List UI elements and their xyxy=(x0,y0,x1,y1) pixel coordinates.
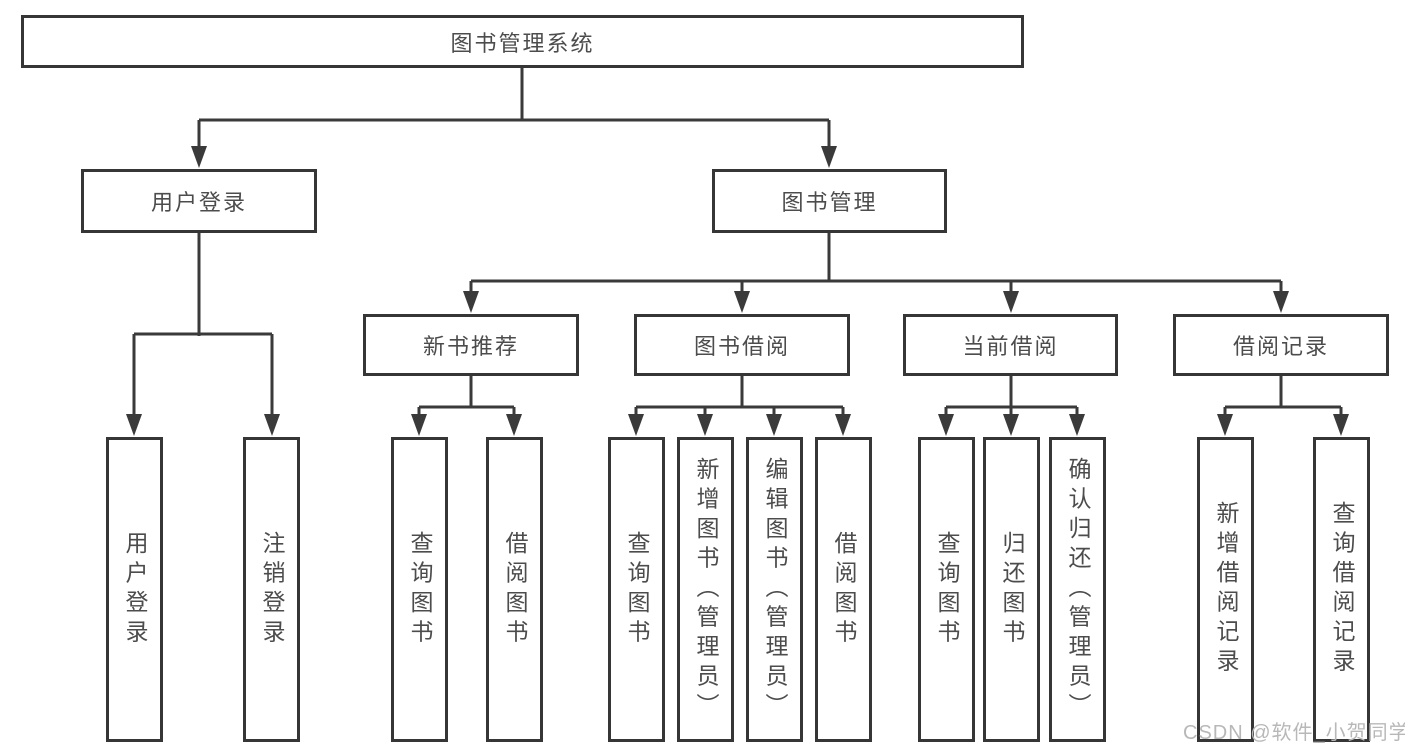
arrow-down-icon xyxy=(1003,414,1019,436)
leaf-confirm-return-admin-label: 确认归还（管理员） xyxy=(1065,457,1091,722)
leaf-confirm-return-admin: 确认归还（管理员） xyxy=(1049,437,1106,742)
connector-root-to-level2 xyxy=(197,68,831,152)
leaf-borrow-books-2: 借阅图书 xyxy=(815,437,872,742)
arrow-down-icon xyxy=(1069,414,1085,436)
leaf-borrow-books-1-label: 借阅图书 xyxy=(502,530,528,649)
arrow-down-icon xyxy=(938,414,954,436)
leaf-add-book-admin: 新增图书（管理员） xyxy=(677,437,734,742)
leaf-user-login-label: 用户登录 xyxy=(122,530,148,649)
arrow-down-icon xyxy=(628,414,644,436)
arrow-down-icon xyxy=(463,291,479,313)
arrow-down-icon xyxy=(506,414,522,436)
leaf-query-books-2-label: 查询图书 xyxy=(624,530,650,649)
connector-new-book-to-leaves xyxy=(417,376,516,421)
leaf-query-borrow-record: 查询借阅记录 xyxy=(1313,437,1370,742)
leaf-add-book-admin-label: 新增图书（管理员） xyxy=(693,457,719,722)
node-current-borrowing: 当前借阅 xyxy=(903,314,1118,376)
node-book-borrowing-label: 图书借阅 xyxy=(693,334,790,359)
arrow-down-icon xyxy=(697,414,713,436)
connector-book-management-to-level3 xyxy=(469,233,1283,298)
leaf-borrow-books-1: 借阅图书 xyxy=(486,437,543,742)
leaf-add-borrow-record-label: 新增借阅记录 xyxy=(1213,501,1239,678)
node-borrowing-records-label: 借阅记录 xyxy=(1232,334,1329,359)
arrow-down-icon xyxy=(264,414,280,436)
arrow-down-icon xyxy=(734,291,750,313)
arrow-down-icon xyxy=(821,146,837,168)
leaf-query-books-1-label: 查询图书 xyxy=(407,530,433,649)
leaf-edit-book-admin: 编辑图书（管理员） xyxy=(746,437,803,742)
node-root-label: 图书管理系统 xyxy=(450,30,595,56)
leaf-query-books-1: 查询图书 xyxy=(391,437,448,742)
node-current-borrowing-label: 当前借阅 xyxy=(962,334,1059,359)
leaf-add-borrow-record: 新增借阅记录 xyxy=(1197,437,1254,742)
leaf-edit-book-admin-label: 编辑图书（管理员） xyxy=(762,457,788,722)
leaf-user-login: 用户登录 xyxy=(106,437,163,742)
leaf-query-books-3-label: 查询图书 xyxy=(934,530,960,649)
leaf-borrow-books-2-label: 借阅图书 xyxy=(831,530,857,649)
leaf-query-books-3: 查询图书 xyxy=(918,437,975,742)
leaf-return-book-label: 归还图书 xyxy=(999,530,1025,649)
leaf-query-books-2: 查询图书 xyxy=(608,437,665,742)
arrowheads xyxy=(126,146,1349,436)
leaf-logout: 注销登录 xyxy=(243,437,300,742)
node-book-management: 图书管理 xyxy=(712,169,947,233)
arrow-down-icon xyxy=(191,146,207,168)
leaf-query-borrow-record-label: 查询借阅记录 xyxy=(1329,501,1355,678)
node-borrowing-records: 借阅记录 xyxy=(1173,314,1389,376)
arrow-down-icon xyxy=(835,414,851,436)
arrow-down-icon xyxy=(1273,291,1289,313)
node-user-login-label: 用户登录 xyxy=(150,190,247,215)
node-new-book-recommendation-label: 新书推荐 xyxy=(422,334,519,359)
arrow-down-icon xyxy=(766,414,782,436)
node-root: 图书管理系统 xyxy=(21,15,1024,68)
leaf-return-book: 归还图书 xyxy=(983,437,1040,742)
leaf-logout-label: 注销登录 xyxy=(259,530,285,649)
connector-user-login-to-leaves xyxy=(132,233,274,421)
connector-book-borrow-to-leaves xyxy=(634,376,845,421)
arrow-down-icon xyxy=(411,414,427,436)
arrow-down-icon xyxy=(1217,414,1233,436)
node-book-borrowing: 图书借阅 xyxy=(634,314,850,376)
node-book-management-label: 图书管理 xyxy=(781,190,878,215)
arrow-down-icon xyxy=(1003,291,1019,313)
node-user-login: 用户登录 xyxy=(81,169,317,233)
connector-borrow-records-to-leaves xyxy=(1223,376,1343,421)
csdn-watermark: CSDN @软件_小贺同学 xyxy=(1183,722,1405,744)
arrow-down-icon xyxy=(126,414,142,436)
node-new-book-recommendation: 新书推荐 xyxy=(363,314,579,376)
arrow-down-icon xyxy=(1333,414,1349,436)
